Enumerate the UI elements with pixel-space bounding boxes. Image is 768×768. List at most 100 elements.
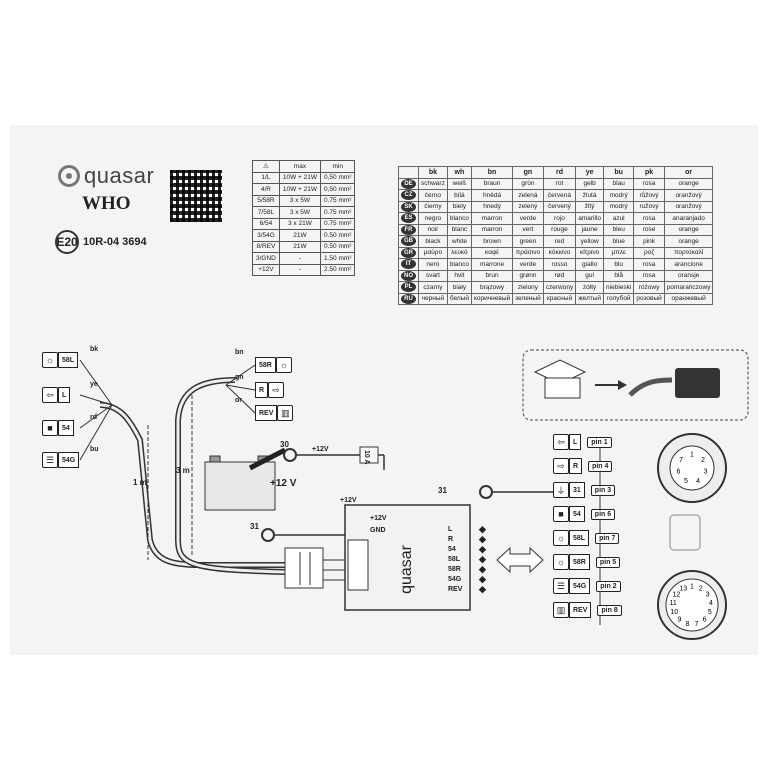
color-name-cell: zielony bbox=[512, 281, 544, 294]
color-name-cell: zelená bbox=[512, 189, 544, 202]
socket-pin-number: 13 bbox=[679, 586, 687, 593]
color-name-cell: blau bbox=[603, 177, 635, 190]
language-flag-icon: ES bbox=[401, 213, 416, 224]
spec-cell: 1.50 mm² bbox=[320, 252, 356, 265]
spec-cell: 3 x 21W bbox=[278, 217, 322, 230]
lamp-icon: ▥ bbox=[553, 602, 569, 618]
signal-tag: 54 bbox=[569, 506, 585, 522]
color-name-cell: verde bbox=[512, 258, 544, 271]
spec-cell: 3 x 5W bbox=[278, 206, 322, 219]
spec-cell: 3/GND bbox=[252, 252, 280, 265]
lamp-icon: ☼ bbox=[553, 530, 569, 546]
pin-number-label: pin 8 bbox=[597, 604, 622, 616]
color-name-cell: orange bbox=[663, 235, 714, 248]
socket-pin-number: 6 bbox=[703, 617, 707, 624]
color-name-cell: brun bbox=[470, 269, 514, 282]
color-name-cell: зеленый bbox=[512, 292, 544, 305]
language-flag-icon: NO bbox=[401, 270, 416, 281]
module-output-label: 54G bbox=[448, 576, 462, 583]
signal-tag: 58R bbox=[255, 357, 276, 373]
language-flag-icon: SK bbox=[401, 201, 416, 212]
color-name-cell: κόκκινο bbox=[542, 246, 577, 259]
module-output-label: 58L bbox=[448, 556, 461, 563]
wire-color-label: or bbox=[235, 397, 242, 404]
model-name: WHO bbox=[82, 193, 131, 214]
color-name-cell: marron bbox=[470, 223, 514, 236]
wire-color-label: ye bbox=[90, 381, 98, 388]
color-name-cell: black bbox=[418, 235, 448, 248]
color-name-cell: hvit bbox=[446, 269, 473, 282]
color-name-cell: πορτοκαλί bbox=[663, 246, 714, 259]
color-code-header: bk bbox=[418, 166, 448, 179]
brand-logo: quasar bbox=[58, 163, 154, 189]
spec-cell: 3 x 5W bbox=[278, 194, 322, 207]
color-name-cell: κίτρινο bbox=[575, 246, 605, 259]
pin-number-label: pin 6 bbox=[590, 508, 616, 520]
lamp-icon: ⇨ bbox=[268, 382, 285, 398]
lamp-icon: ⏚ bbox=[553, 482, 569, 498]
pin-number-label: pin 2 bbox=[596, 580, 621, 592]
output-terminal-icon: ◆ bbox=[479, 574, 486, 584]
language-cell: ES bbox=[398, 212, 419, 225]
e-mark-icon: E20 bbox=[55, 230, 79, 254]
language-cell: CZ bbox=[398, 189, 419, 202]
signal-tag: 31 bbox=[569, 482, 585, 498]
ground-right-label: 31 bbox=[438, 486, 447, 495]
spec-row: +12V-2.50 mm² bbox=[252, 263, 356, 276]
pin-number-label: pin 3 bbox=[590, 484, 616, 496]
color-name-cell: hnědá bbox=[470, 189, 514, 202]
color-name-cell: green bbox=[512, 235, 544, 248]
color-name-cell: rot bbox=[542, 177, 577, 190]
lang-header bbox=[398, 166, 419, 179]
language-cell: RU bbox=[398, 292, 419, 305]
color-name-cell: gul bbox=[575, 269, 605, 282]
spec-cell: 0,50 mm² bbox=[320, 171, 356, 184]
color-name-cell: brązowy bbox=[470, 281, 514, 294]
spec-cell: 0.75 mm² bbox=[320, 217, 356, 230]
spec-cell: 21W bbox=[278, 229, 322, 242]
spec-cell: 10W + 21W bbox=[278, 171, 322, 184]
socket-pin-number: 4 bbox=[709, 600, 713, 607]
socket-pin-number: 5 bbox=[708, 609, 712, 616]
right-signal-R: R⇨gn bbox=[235, 374, 285, 398]
color-code-header: or bbox=[663, 166, 714, 179]
module-ground-label: GND bbox=[370, 527, 386, 534]
color-name-cell: amarillo bbox=[575, 212, 605, 225]
spec-cell: 3/54G bbox=[252, 229, 280, 242]
color-name-cell: marrone bbox=[470, 258, 514, 271]
spec-cell: 0,50 mm² bbox=[320, 183, 356, 196]
language-flag-icon: GB bbox=[401, 236, 416, 247]
signal-tag: R bbox=[255, 382, 269, 398]
color-name-cell: white bbox=[446, 235, 473, 248]
color-name-cell: braun bbox=[470, 177, 514, 190]
color-name-cell: розовый bbox=[633, 292, 665, 305]
color-name-cell: μπλε bbox=[603, 246, 635, 259]
color-name-cell: biały bbox=[446, 281, 473, 294]
color-name-cell: blanco bbox=[446, 212, 473, 225]
language-flag-icon: FR bbox=[401, 224, 416, 235]
color-name-cell: μαύρο bbox=[418, 246, 448, 259]
module-brand: quasar bbox=[398, 545, 415, 594]
color-code-header: bu bbox=[603, 166, 635, 179]
lamp-icon: ⇦ bbox=[553, 434, 569, 450]
color-code-header: ye bbox=[575, 166, 605, 179]
color-name-cell: oransje bbox=[663, 269, 714, 282]
language-cell: IT bbox=[398, 258, 419, 271]
language-cell: PL bbox=[398, 281, 419, 294]
socket-pin-number: 6 bbox=[676, 469, 680, 476]
language-cell: GB bbox=[398, 235, 419, 248]
color-name-cell: rød bbox=[542, 269, 577, 282]
